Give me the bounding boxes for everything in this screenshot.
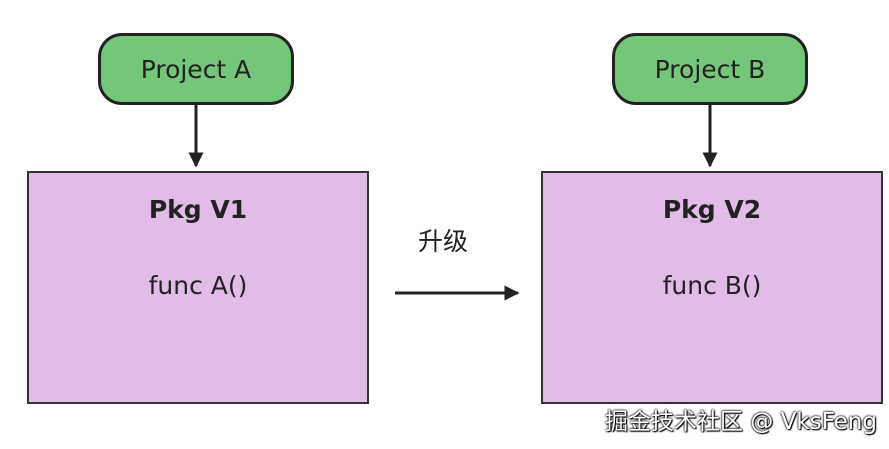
pkg-v1-box: Pkg V1 func A() (27, 171, 369, 404)
pkg-v2-title: Pkg V2 (662, 195, 762, 224)
project-b-node: Project B (612, 33, 808, 105)
upgrade-label: 升级 (418, 227, 469, 256)
credit-watermark: 掘金技术社区 @ VksFeng (605, 409, 877, 435)
project-a-label: Project A (140, 54, 252, 84)
pkg-v2-func: func B() (662, 271, 762, 300)
pkg-v1-func: func A() (148, 271, 248, 300)
project-b-label: Project B (654, 54, 766, 84)
pkg-v2-box: Pkg V2 func B() (541, 171, 883, 404)
project-a-node: Project A (98, 33, 294, 105)
pkg-v1-title: Pkg V1 (148, 195, 248, 224)
